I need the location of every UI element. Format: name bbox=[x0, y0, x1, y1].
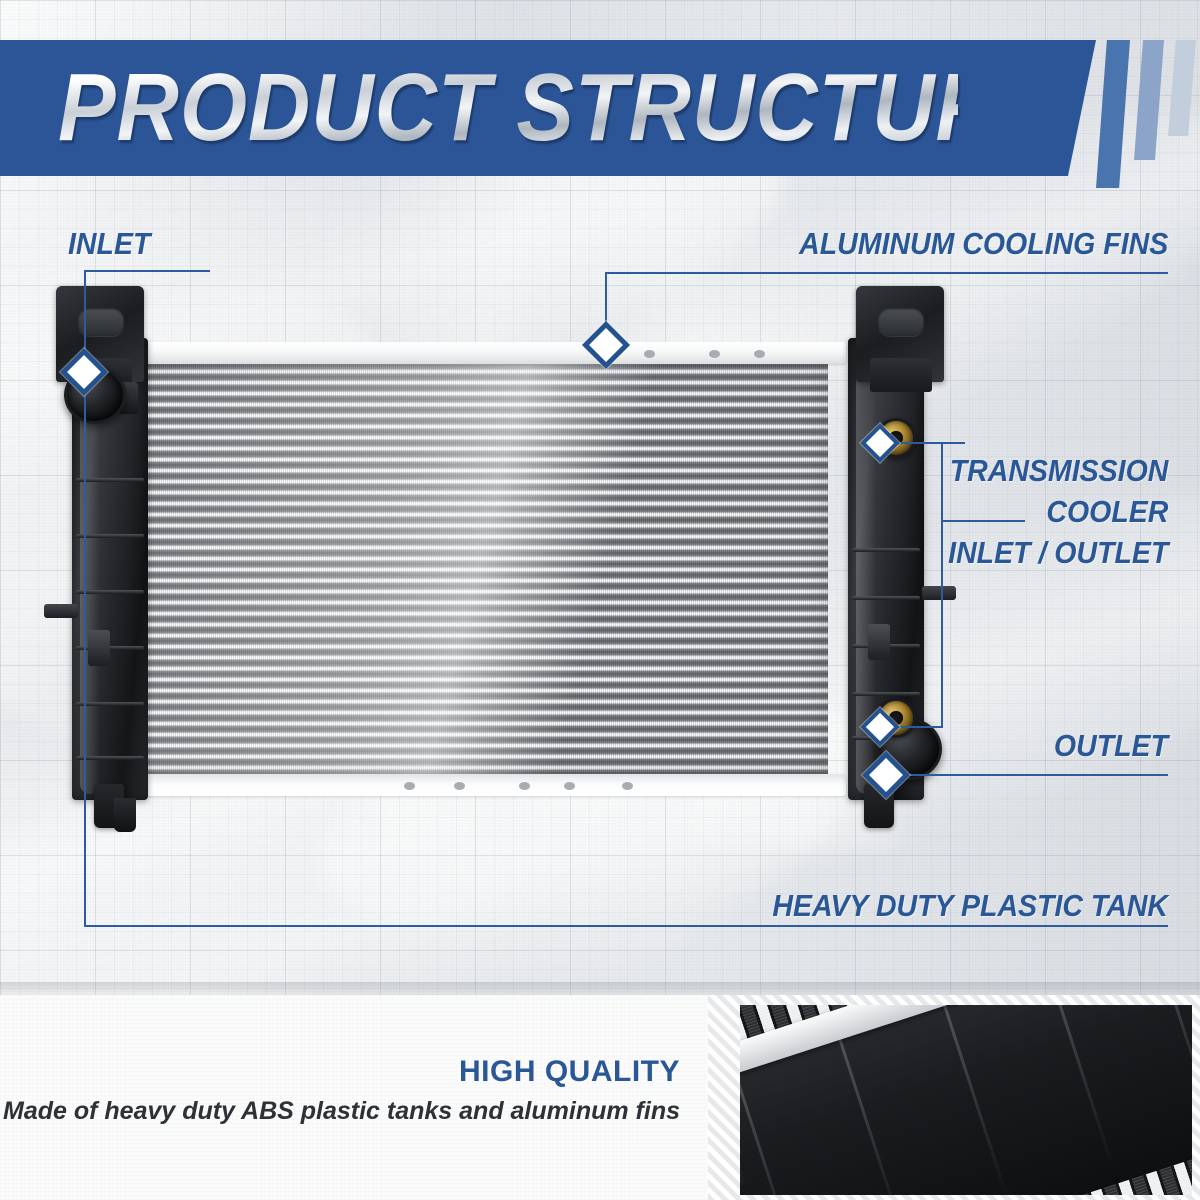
callout-label-outlet: OUTLET bbox=[1053, 728, 1168, 763]
leader-line-inlet-vertical bbox=[84, 270, 86, 925]
page-title: PRODUCT STRUCTURE bbox=[58, 52, 1056, 164]
transmission-cooler-inlet-fitting bbox=[876, 418, 916, 458]
leader-line-fins-top bbox=[605, 272, 1168, 274]
callout-label-cooling-fins: ALUMINUM COOLING FINS bbox=[798, 226, 1168, 261]
radiator-core-fins bbox=[128, 360, 828, 778]
strip-divider bbox=[0, 982, 1200, 998]
bottom-header-plate bbox=[114, 774, 846, 796]
footer-title: HIGH QUALITY bbox=[459, 1055, 680, 1088]
drain-petcock bbox=[114, 798, 136, 832]
right-side-lug bbox=[922, 586, 956, 600]
callout-label-inlet: INLET bbox=[68, 226, 151, 261]
leader-line-outlet bbox=[898, 774, 1168, 776]
left-tank-clip bbox=[88, 630, 110, 666]
leader-line-trans-top bbox=[941, 442, 965, 444]
callout-label-plastic-tank: HEAVY DUTY PLASTIC TANK bbox=[772, 888, 1168, 923]
inset-closeup-photo bbox=[740, 1005, 1192, 1195]
leader-line-trans-tick bbox=[941, 520, 1025, 522]
leader-line-inlet-top bbox=[84, 270, 210, 272]
right-tank-clip bbox=[868, 624, 890, 660]
leader-line-trans-down bbox=[941, 442, 943, 728]
left-side-lug bbox=[44, 604, 78, 618]
leader-line-fins-vertical bbox=[605, 272, 607, 340]
leader-line-trans-upper-arm bbox=[895, 442, 943, 444]
footer-subtitle: Made of heavy duty ABS plastic tanks and… bbox=[3, 1097, 680, 1125]
radiator-product-image bbox=[28, 286, 972, 838]
footer-text-block: HIGH QUALITY Made of heavy duty ABS plas… bbox=[3, 1053, 680, 1129]
leader-line-plastic-tank bbox=[84, 925, 1168, 927]
callout-label-transmission-cooler: TRANSMISSION COOLER INLET / OUTLET bbox=[947, 453, 1168, 570]
leader-line-trans-lower-arm bbox=[895, 726, 943, 728]
right-mounting-bracket bbox=[856, 286, 944, 392]
top-header-plate bbox=[114, 342, 846, 364]
header-banner bbox=[0, 40, 1096, 176]
core-fin-texture bbox=[128, 360, 828, 778]
